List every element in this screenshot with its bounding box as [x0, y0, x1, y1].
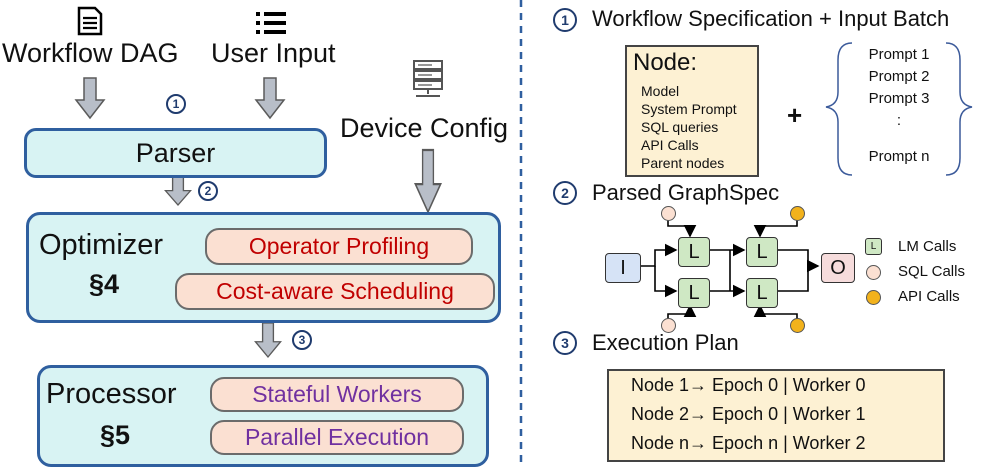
sql-call-dot [661, 318, 676, 333]
graph-lm-node: L [678, 278, 710, 308]
optimizer-box: Optimizer §4 Operator Profiling Cost-awa… [26, 212, 501, 323]
step-1-badge: 1 [166, 94, 186, 114]
graph-input-node: I [605, 253, 641, 283]
parallel-execution-pill: Parallel Execution [210, 420, 464, 455]
arrow-device-to-optimizer [414, 148, 442, 214]
processor-section: §5 [100, 420, 131, 450]
optimizer-section: §4 [89, 269, 120, 299]
graph-output-node: O [821, 253, 855, 283]
device-config-label: Device Config [340, 113, 509, 143]
step-2-badge: 2 [198, 181, 218, 201]
prompt-3: Prompt 3 [868, 90, 930, 107]
stateful-workers-pill: Stateful Workers [210, 377, 464, 412]
section-3-badge: 3 [553, 331, 577, 355]
plan-row: Node 2→ Epoch 0 | Worker 1 [631, 404, 866, 424]
processor-box: Processor §5 Stateful Workers Parallel E… [37, 365, 489, 467]
node-field-api-calls: API Calls [641, 137, 699, 153]
legend-api-label: API Calls [898, 288, 960, 305]
node-field-sql-queries: SQL queries [641, 119, 719, 135]
operator-profiling-pill: Operator Profiling [205, 228, 473, 265]
api-call-dot [790, 206, 805, 221]
section-1-badge: 1 [553, 8, 577, 32]
node-card-title: Node: [633, 49, 698, 76]
processor-title: Processor [46, 378, 177, 410]
workflow-dag-label: Workflow DAG [2, 38, 179, 68]
section-1-title: Workflow Specification + Input Batch [592, 6, 950, 31]
graph-lm-node: L [746, 278, 778, 308]
arrow-dag-to-parser [75, 77, 105, 119]
arrow-input-to-parser [255, 77, 285, 119]
optimizer-title: Optimizer [39, 229, 164, 261]
api-call-dot [790, 318, 805, 333]
prompt-1: Prompt 1 [868, 46, 930, 63]
execution-plan-box: Node 1→ Epoch 0 | Worker 0 Node 2→ Epoch… [607, 369, 945, 462]
graph-lm-node: L [746, 237, 778, 267]
arrow-optimizer-to-processor [254, 322, 282, 358]
node-field-parent-nodes: Parent nodes [641, 155, 725, 171]
prompts-right-brace [945, 42, 973, 176]
list-icon [256, 12, 286, 34]
legend-sql-icon [866, 265, 881, 280]
node-card: Node: Model System Prompt SQL queries AP… [625, 45, 759, 177]
node-field-model: Model [641, 83, 680, 99]
prompts-list: Prompt 1 Prompt 2 Prompt 3 : Prompt n [852, 44, 946, 168]
server-icon [413, 60, 443, 97]
section-3-title: Execution Plan [592, 330, 739, 355]
legend-lm-label: LM Calls [898, 238, 957, 255]
prompt-n: Prompt n [868, 148, 930, 165]
plan-row: Node 1→ Epoch 0 | Worker 0 [631, 375, 866, 395]
prompt-ellipsis: : [896, 112, 902, 129]
parser-box: Parser [24, 128, 327, 178]
document-icon [77, 6, 103, 36]
legend-api-icon [866, 290, 881, 305]
prompt-2: Prompt 2 [868, 68, 930, 85]
step-3-badge: 3 [292, 330, 312, 350]
section-2-badge: 2 [553, 181, 577, 205]
plus-sign: + [787, 100, 803, 130]
prompts-left-brace [825, 42, 853, 176]
cost-aware-scheduling-pill: Cost-aware Scheduling [175, 273, 495, 310]
parser-label: Parser [135, 138, 216, 168]
plan-row: Node n→ Epoch n | Worker 2 [631, 433, 866, 453]
sql-call-dot [661, 206, 676, 221]
legend-sql-label: SQL Calls [898, 263, 965, 280]
node-card-fields: Model System Prompt SQL queries API Call… [641, 82, 737, 172]
section-2-title: Parsed GraphSpec [592, 180, 780, 205]
user-input-label: User Input [211, 38, 336, 68]
legend-lm-icon: L [865, 238, 882, 255]
graph-lm-node: L [678, 237, 710, 267]
node-field-system-prompt: System Prompt [641, 101, 737, 117]
